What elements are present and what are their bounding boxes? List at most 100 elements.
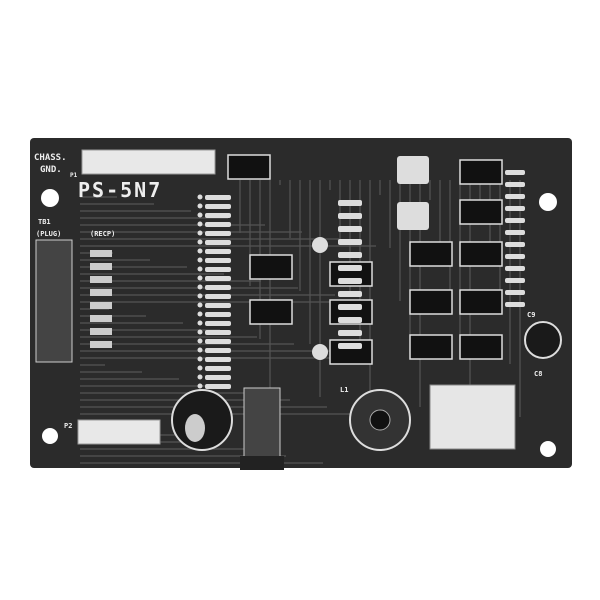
solder-pad [197, 266, 203, 272]
ic-chip [409, 334, 453, 360]
diode [90, 263, 112, 270]
white-module [429, 384, 516, 450]
resistor [338, 304, 362, 310]
capacitor-small [312, 237, 328, 253]
resistor [205, 222, 231, 227]
p1-label: P1 [70, 172, 78, 179]
resistor [205, 330, 231, 335]
diode [90, 328, 112, 335]
resistor [505, 266, 525, 271]
solder-pad [197, 356, 203, 362]
diode [90, 289, 112, 296]
ic-chip [459, 159, 503, 185]
ic-chip [249, 299, 293, 325]
resistor [338, 265, 362, 271]
solder-pad [197, 203, 203, 209]
ic-chip [459, 334, 503, 360]
resistor [505, 242, 525, 247]
resistor [505, 230, 525, 235]
connector-p2 [77, 419, 161, 445]
resistor [205, 384, 231, 389]
solder-pad [197, 302, 203, 308]
solder-pad [197, 275, 203, 281]
tb1-label: TB1 [38, 218, 51, 226]
solder-pad [197, 320, 203, 326]
resistor [205, 285, 231, 290]
voltage-regulator [243, 387, 281, 463]
resistor [505, 206, 525, 211]
resistor [505, 278, 525, 283]
solder-pad [197, 293, 203, 299]
relay [397, 156, 429, 184]
capacitor-highlight [185, 414, 205, 442]
resistor [205, 231, 231, 236]
resistor [338, 278, 362, 284]
inductor-core [369, 409, 391, 431]
heatsink-tab [240, 456, 284, 470]
ic-chip [227, 154, 271, 180]
resistor [338, 291, 362, 297]
top-connector [81, 149, 216, 175]
ic-chip [459, 289, 503, 315]
resistor [205, 294, 231, 299]
resistor [338, 252, 362, 258]
resistor [505, 254, 525, 259]
ic-chip [409, 241, 453, 267]
ic-chips [227, 154, 503, 365]
gnd-label: GND. [40, 165, 62, 175]
capacitor-c9 [524, 321, 562, 359]
resistor [205, 276, 231, 281]
solder-pad [197, 365, 203, 371]
resistor [338, 200, 362, 206]
resistor [205, 339, 231, 344]
relay [397, 202, 429, 230]
resistor [505, 290, 525, 295]
solder-pad [197, 230, 203, 236]
resistor-array [90, 170, 525, 389]
c8-label: C8 [534, 370, 542, 378]
resistor [338, 239, 362, 245]
solder-pad [197, 338, 203, 344]
solder-pad [197, 221, 203, 227]
recp-label: (RECP) [90, 230, 115, 238]
diode [90, 302, 112, 309]
solder-pad [197, 311, 203, 317]
resistor [205, 204, 231, 209]
resistor [338, 330, 362, 336]
resistor [205, 213, 231, 218]
resistor [205, 375, 231, 380]
solder-pad [197, 329, 203, 335]
resistor [205, 357, 231, 362]
resistor [205, 366, 231, 371]
solder-pad [197, 212, 203, 218]
resistor [505, 182, 525, 187]
diode [90, 276, 112, 283]
resistor [338, 317, 362, 323]
resistor [205, 303, 231, 308]
solder-pad [197, 257, 203, 263]
resistor [505, 194, 525, 199]
diode [90, 315, 112, 322]
chassis-label: CHASS. [34, 153, 67, 163]
diode [90, 250, 112, 257]
resistor [338, 226, 362, 232]
solder-pad [197, 239, 203, 245]
solder-pad [197, 374, 203, 380]
resistor [338, 213, 362, 219]
p2-label: P2 [64, 422, 72, 430]
ic-chip [409, 289, 453, 315]
mounting-hole [539, 193, 557, 211]
mounting-hole [41, 189, 59, 207]
solder-pad [197, 248, 203, 254]
ic-chip [459, 241, 503, 267]
solder-pad [197, 284, 203, 290]
resistor [205, 249, 231, 254]
diode [90, 341, 112, 348]
resistor [205, 348, 231, 353]
plug-label: (PLUG) [36, 230, 61, 238]
solder-pad [197, 194, 203, 200]
terminal-block-tb1 [35, 239, 73, 363]
ic-chip [249, 254, 293, 280]
solder-pad [197, 383, 203, 389]
